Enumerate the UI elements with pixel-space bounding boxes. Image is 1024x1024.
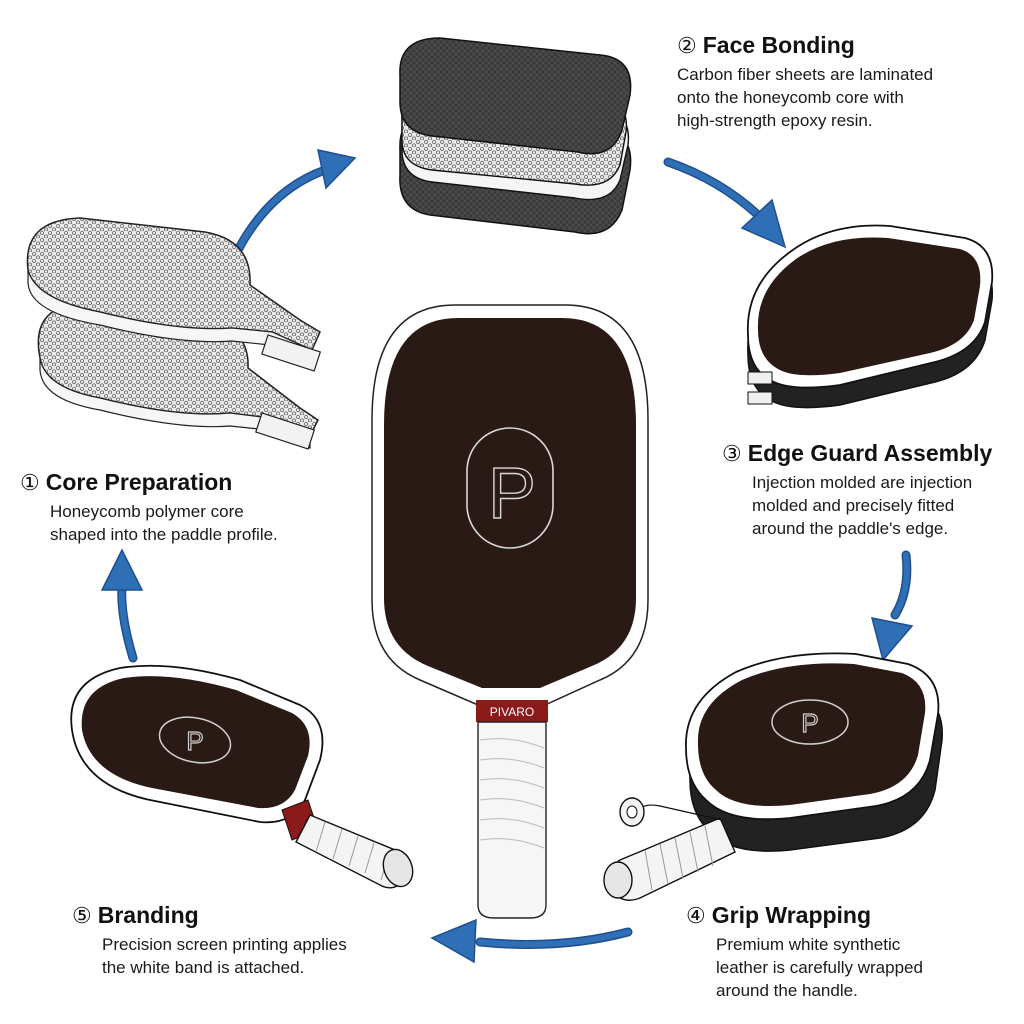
svg-text:P: P	[801, 708, 818, 738]
arrow-face-to-edge	[663, 157, 787, 249]
step-number: ②	[677, 33, 697, 58]
step-description: Honeycomb polymer core shaped into the p…	[50, 502, 278, 544]
step-number: ④	[686, 903, 706, 928]
honeycomb-core-illustration	[26, 217, 322, 450]
branding-illustration: P	[70, 664, 414, 889]
step-number: ①	[20, 470, 40, 495]
step-description: Premium white synthetic leather is caref…	[716, 935, 923, 1000]
arrow-edge-to-grip	[870, 550, 914, 662]
edge-guard-illustration	[746, 224, 994, 409]
step-number: ⑤	[72, 903, 92, 928]
svg-text:P: P	[488, 454, 536, 534]
brand-label: PIVARO	[490, 705, 534, 719]
p-logo-icon: P	[158, 716, 232, 764]
p-logo-icon: P	[771, 699, 849, 745]
grip-wrapping-illustration: P	[603, 652, 943, 901]
step-description: Injection molded are injection molded an…	[752, 473, 973, 538]
step-number: ③	[722, 441, 742, 466]
brand-band	[476, 700, 548, 722]
step-description: Precision screen printing applies the wh…	[102, 935, 347, 977]
center-paddle: P PIVARO	[371, 304, 649, 919]
p-logo-icon: P	[466, 427, 554, 549]
arrow-core-to-face	[233, 149, 357, 255]
arrow-branding-to-core	[100, 548, 144, 663]
svg-text:P: P	[186, 726, 203, 756]
laminate-stack-illustration	[399, 37, 632, 235]
arrow-grip-to-branding	[430, 918, 633, 964]
step-description: Carbon fiber sheets are laminated onto t…	[677, 65, 934, 130]
